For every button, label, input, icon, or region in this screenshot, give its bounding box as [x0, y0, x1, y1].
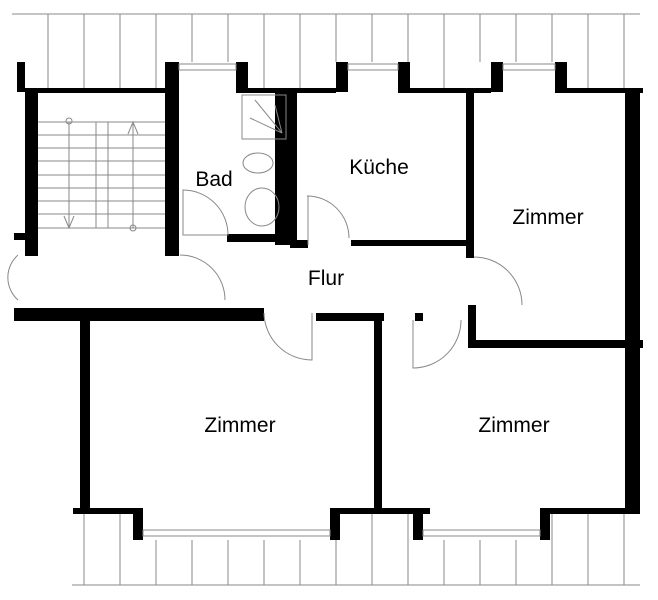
staircase	[38, 117, 165, 232]
roof-bottom	[72, 513, 640, 586]
room-label-zimmer-ne: Zimmer	[512, 206, 584, 229]
room-label-bad: Bad	[195, 168, 233, 191]
toilet-icon	[242, 152, 274, 174]
roof-top	[12, 13, 640, 90]
bath-fixtures	[241, 94, 287, 227]
room-label-kueche: Küche	[349, 156, 409, 179]
room-label-zimmer-sw: Zimmer	[204, 414, 276, 437]
walls	[14, 62, 643, 540]
windows	[142, 63, 556, 537]
shower-icon	[241, 94, 287, 140]
room-label-zimmer-se: Zimmer	[478, 414, 550, 437]
doors	[7, 189, 523, 369]
room-label-flur: Flur	[307, 267, 345, 290]
sink-icon	[244, 187, 280, 227]
